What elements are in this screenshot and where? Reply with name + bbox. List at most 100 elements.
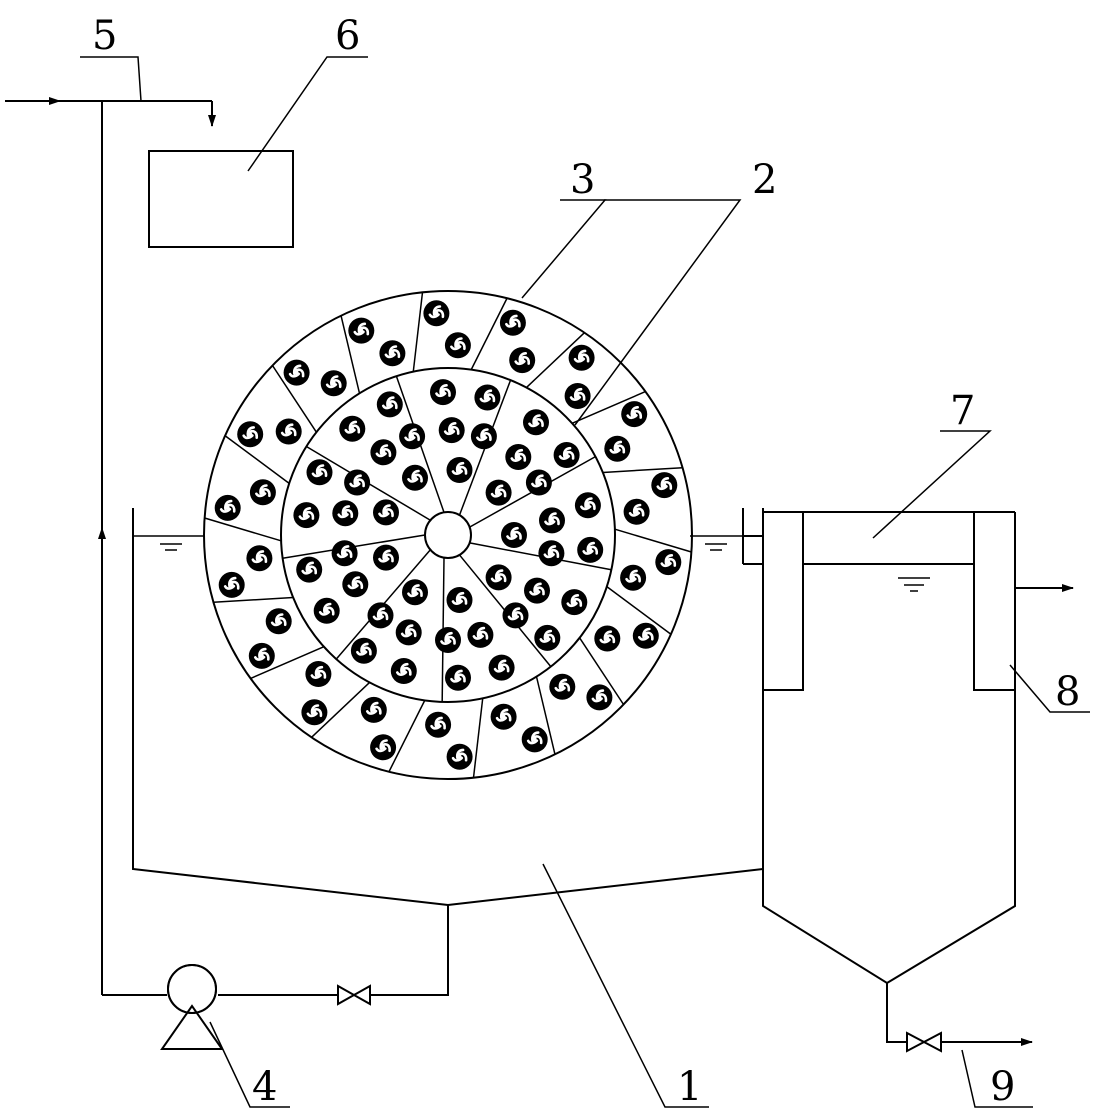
fan-carrier-icon (563, 381, 592, 411)
outer-divider (614, 528, 692, 553)
fan-carrier-icon (433, 625, 463, 655)
fan-carrier-icon (400, 577, 430, 607)
fan-carrier-icon (312, 596, 342, 626)
fan-carrier-icon (532, 623, 562, 653)
fan-carrier-icon (559, 587, 589, 617)
fan-carrier-icon (484, 478, 513, 507)
fan-carrier-icon (507, 345, 537, 375)
fan-carrier-icon (282, 358, 311, 387)
fan-carrier-icon (319, 368, 349, 398)
fan-carrier-icon (423, 710, 453, 740)
fan-carrier-icon (489, 702, 518, 732)
fan-carrier-icon (537, 538, 566, 568)
fan-carrier-icon (294, 555, 324, 584)
fan-carrier-icon (330, 498, 360, 528)
fan-carrier-icon (369, 437, 398, 467)
fan-carrier-icon (349, 636, 379, 666)
fan-carrier-icon (487, 653, 516, 682)
outer-divider (213, 596, 294, 604)
fan-carrier-icon (235, 419, 265, 449)
outer-divider (412, 292, 424, 372)
fan-carrier-icon (375, 390, 405, 419)
outer-divider (602, 466, 683, 474)
leader-lines (80, 56, 1090, 1108)
outer-divider (271, 365, 318, 433)
label-pump: 4 (252, 1064, 277, 1110)
fan-carrier-icon (498, 308, 528, 338)
fan-carrier-icon (501, 601, 530, 630)
fan-carrier-icon (445, 585, 474, 615)
fan-carrier-icon (443, 663, 473, 693)
fan-carrier-icon (547, 672, 577, 702)
fan-carrier-icon (602, 434, 632, 464)
fan-carrier-icon (567, 343, 596, 373)
fan-carrier-icon (371, 543, 401, 572)
fan-carrier-icon (340, 569, 370, 599)
fan-carrier-icon (366, 601, 395, 630)
dosing-tank (148, 150, 294, 248)
fan-carrier-icon (618, 563, 648, 593)
label-inner-media: 2 (752, 157, 777, 203)
fan-carrier-icon (445, 455, 474, 485)
outer-divider (470, 297, 508, 370)
fan-carrier-icon (428, 377, 458, 407)
fan-carrier-icon (371, 498, 401, 527)
label-outlet: 8 (1055, 669, 1080, 715)
outer-divider (224, 435, 290, 484)
fan-carrier-icon (422, 298, 451, 328)
fan-carrier-icon (537, 506, 567, 535)
fan-carrier-icon (653, 547, 683, 577)
outer-divider (388, 700, 426, 773)
fan-carrier-icon (274, 417, 304, 446)
fan-carrier-icon (217, 570, 246, 600)
fan-carrier-icon (264, 606, 294, 636)
fan-carrier-icon (521, 407, 551, 437)
fan-carrier-icon (524, 468, 554, 497)
fan-carrier-icon (378, 338, 407, 368)
fan-carrier-icon (245, 543, 274, 573)
pipe-valve (337, 984, 371, 1006)
pump (160, 964, 224, 1050)
outer-divider (204, 517, 282, 542)
label-outer-media: 3 (570, 157, 595, 203)
media-drum (203, 290, 693, 780)
carrier-layer (213, 298, 683, 772)
fan-carrier-icon (649, 470, 679, 500)
outer-divider (340, 315, 361, 394)
fan-carrier-icon (466, 620, 495, 650)
fan-carrier-icon (622, 497, 651, 527)
fan-carrier-icon (573, 490, 603, 520)
fan-carrier-icon (585, 683, 614, 712)
outer-divider (606, 586, 672, 635)
fan-carrier-icon (304, 659, 333, 689)
fan-carrier-icon (400, 463, 430, 493)
outer-divider (250, 646, 325, 680)
fan-carrier-icon (300, 697, 329, 727)
fan-carrier-icon (503, 442, 533, 472)
outer-divider (472, 698, 484, 778)
fan-carrier-icon (342, 468, 372, 497)
fan-carrier-icon (305, 457, 334, 487)
fan-carrier-icon (292, 500, 321, 530)
fan-carrier-icon (437, 415, 467, 445)
fan-carrier-icon (575, 535, 605, 565)
fan-carrier-icon (619, 399, 649, 429)
fan-carrier-icon (337, 414, 367, 444)
fan-carrier-icon (213, 493, 242, 523)
label-feed-line: 5 (92, 13, 117, 59)
label-weir: 7 (950, 388, 975, 434)
label-sludge-outlet: 9 (990, 1064, 1015, 1110)
fan-carrier-icon (368, 732, 398, 762)
label-dosing-tank: 6 (335, 13, 360, 59)
fan-carrier-icon (592, 624, 622, 653)
fan-carrier-icon (631, 621, 661, 651)
fan-carrier-icon (346, 316, 376, 345)
fan-carrier-icon (522, 576, 552, 605)
fan-carrier-icon (484, 563, 513, 592)
fan-carrier-icon (389, 656, 419, 686)
recycle-piping (102, 905, 449, 996)
fan-carrier-icon (330, 538, 359, 568)
outer-divider (578, 637, 625, 705)
